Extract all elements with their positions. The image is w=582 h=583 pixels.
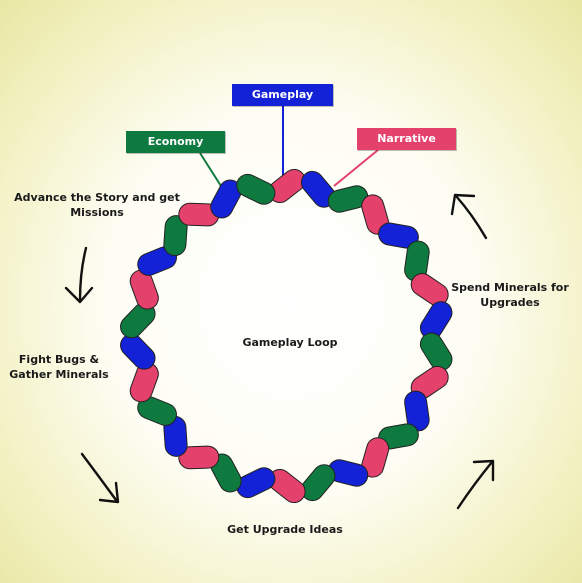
braid-strand-segment — [210, 179, 242, 219]
braid-strand-segment — [236, 173, 276, 205]
braid-strand-segment — [378, 222, 419, 249]
braided-ring — [120, 168, 453, 504]
economy-label: Economy — [126, 131, 225, 153]
braid-strand-segment — [361, 437, 390, 478]
braid-strand-segment — [178, 445, 220, 470]
narrative-connector — [333, 149, 379, 187]
gameplay-loop-title: Gameplay Loop — [242, 336, 338, 349]
step-spend-minerals: Spend Minerals for Upgrades — [451, 281, 569, 309]
arrow-down-right-icon — [80, 452, 120, 504]
step-advance-story: Advance the Story and get Missions — [14, 191, 180, 219]
arrow-up-left-icon — [450, 193, 488, 240]
gameplay-label: Gameplay — [232, 84, 333, 106]
arrow-down-icon — [64, 246, 94, 304]
braid-strand-segment — [129, 269, 159, 310]
braid-strand-segment — [163, 215, 188, 257]
step-get-upgrade-ideas: Get Upgrade Ideas — [227, 523, 343, 536]
braid-strand-segment — [137, 396, 177, 426]
braid-strand-segment — [236, 467, 276, 499]
braid-strand-segment — [300, 464, 336, 502]
braid-strand-segment — [327, 185, 369, 213]
braid-strand-segment — [120, 333, 156, 370]
braid-strand-segment — [410, 273, 449, 307]
arrow-up-right-icon — [456, 459, 495, 510]
braid-strand-segment — [419, 332, 453, 371]
step-fight-bugs: Fight Bugs & Gather Minerals — [9, 353, 109, 381]
braid-strand-segment — [404, 390, 430, 432]
narrative-label: Narrative — [357, 128, 456, 150]
